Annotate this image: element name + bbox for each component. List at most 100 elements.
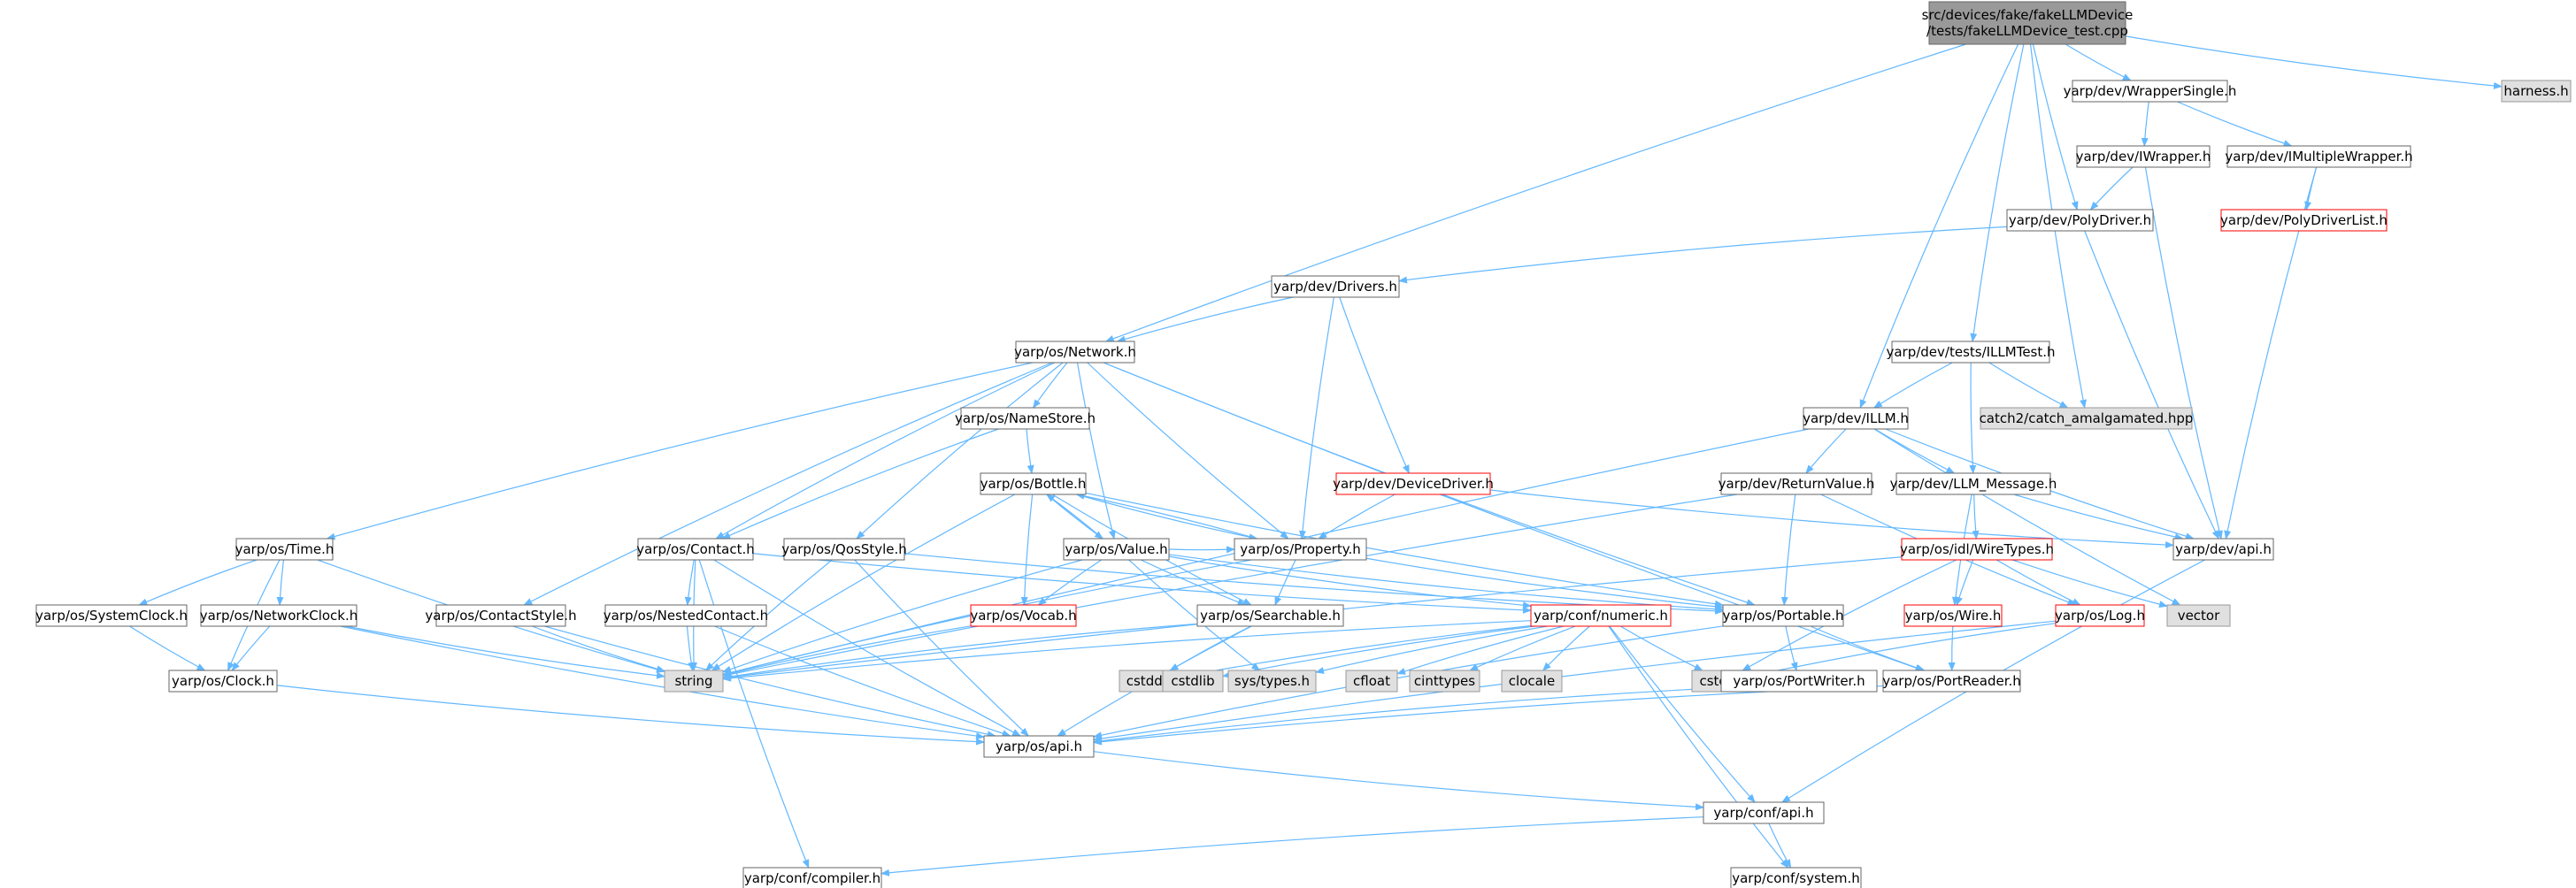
graph-node-contact[interactable]: yarp/os/Contact.h	[636, 538, 755, 561]
graph-node-systemclock[interactable]: yarp/os/SystemClock.h	[35, 604, 188, 627]
dependency-edge-bottle-to-property	[1076, 494, 1258, 541]
dependency-edge-numeric-to-system	[1608, 625, 1789, 869]
graph-node-compiler[interactable]: yarp/conf/compiler.h	[742, 867, 882, 888]
node-box	[1730, 867, 1862, 888]
node-label: yarp/os/Contact.h	[636, 541, 755, 557]
dependency-edge-portable-to-osapi	[1093, 625, 1724, 739]
graph-node-portreader[interactable]: yarp/os/PortReader.h	[1882, 670, 2021, 693]
node-label: clocale	[1509, 673, 1555, 689]
dependency-edge-numeric-to-cfloat	[1396, 625, 1565, 675]
node-box	[2076, 145, 2211, 168]
graph-node-wire[interactable]: yarp/os/Wire.h	[1903, 604, 2003, 627]
graph-node-bottle[interactable]: yarp/os/Bottle.h	[980, 472, 1087, 495]
nodes-layer: src/devices/fake/fakeLLMDevice/tests/fak…	[35, 1, 2572, 888]
node-label: cinttypes	[1414, 673, 1475, 689]
graph-node-time[interactable]: yarp/os/Time.h	[235, 538, 334, 561]
graph-node-value[interactable]: yarp/os/Value.h	[1063, 538, 1170, 561]
graph-node-iwrapper[interactable]: yarp/dev/IWrapper.h	[2076, 145, 2211, 168]
node-label: cfloat	[1353, 673, 1390, 689]
dependency-edge-devicedriver-to-property	[1318, 494, 1396, 540]
dependency-edge-time-to-systemclock	[138, 559, 258, 606]
graph-node-vocab[interactable]: yarp/os/Vocab.h	[970, 604, 1077, 627]
dependency-edge-contact-to-numeric	[752, 553, 1532, 614]
node-box	[783, 538, 905, 561]
dependency-edge-numeric-to-cinttypes	[1469, 625, 1576, 671]
dependency-edge-wiretypes-to-cstdint	[1742, 559, 1957, 671]
graph-node-drivers[interactable]: yarp/dev/Drivers.h	[1271, 275, 1400, 298]
node-box	[1501, 670, 1563, 693]
graph-node-system[interactable]: yarp/conf/system.h	[1730, 867, 1862, 888]
dependency-edge-networkclock-to-string	[345, 625, 665, 679]
graph-node-returnvalue[interactable]: yarp/dev/ReturnValue.h	[1719, 472, 1875, 495]
graph-node-networkclock[interactable]: yarp/os/NetworkClock.h	[200, 604, 358, 627]
dependency-edge-contact-to-osapi	[713, 559, 1022, 737]
node-box	[1015, 341, 1135, 364]
dependency-edge-property-to-bottle	[1075, 492, 1257, 540]
dependency-edge-systemclock-to-clock	[129, 625, 206, 671]
graph-node-illmtest[interactable]: yarp/dev/tests/ILLMTest.h	[1886, 341, 2056, 364]
graph-node-network[interactable]: yarp/os/Network.h	[1014, 341, 1136, 364]
dependency-edge-portable-to-portreader	[1810, 625, 1926, 671]
graph-node-illm[interactable]: yarp/dev/ILLM.h	[1803, 407, 1909, 430]
graph-node-osapi[interactable]: yarp/os/api.h	[983, 735, 1095, 758]
graph-node-devapi[interactable]: yarp/dev/api.h	[2172, 538, 2274, 561]
dependency-edge-bottle-to-string	[711, 494, 1016, 671]
graph-node-searchable[interactable]: yarp/os/Searchable.h	[1196, 604, 1344, 627]
dependency-edge-qosstyle-to-string	[704, 559, 833, 671]
node-label: yarp/dev/tests/ILLMTest.h	[1886, 344, 2055, 360]
dependency-edge-searchable-to-string	[722, 623, 1198, 680]
graph-node-numeric[interactable]: yarp/conf/numeric.h	[1530, 604, 1672, 627]
dependency-edge-confapi-to-system	[1768, 823, 1792, 869]
node-box	[1720, 472, 1872, 495]
node-box	[1409, 670, 1480, 693]
graph-node-root[interactable]: src/devices/fake/fakeLLMDevice/tests/fak…	[1922, 1, 2134, 45]
graph-node-clock[interactable]: yarp/os/Clock.h	[168, 670, 278, 693]
graph-node-qosstyle[interactable]: yarp/os/QosStyle.h	[781, 538, 907, 561]
graph-node-polydriverlist[interactable]: yarp/dev/PolyDriverList.h	[2220, 209, 2388, 232]
node-label: yarp/os/SystemClock.h	[35, 608, 188, 624]
dependency-edge-illmtest-to-catch2	[1988, 362, 2069, 409]
node-label: yarp/os/PortReader.h	[1882, 673, 2021, 689]
dependency-edge-returnvalue-to-portable	[1780, 494, 1796, 606]
node-label: yarp/os/Value.h	[1065, 541, 1167, 557]
node-label: vector	[2178, 608, 2220, 624]
node-label: yarp/dev/api.h	[2175, 541, 2272, 557]
dependency-edge-value-to-portable	[1168, 554, 1724, 613]
node-box	[1063, 538, 1170, 561]
graph-node-portable[interactable]: yarp/os/Portable.h	[1722, 604, 1844, 627]
dependency-edge-llmmessage-to-wiretypes	[1972, 494, 1980, 540]
graph-node-imultiwrapper[interactable]: yarp/dev/IMultipleWrapper.h	[2225, 145, 2413, 168]
graph-node-portwriter[interactable]: yarp/os/PortWriter.h	[1720, 670, 1878, 693]
node-box	[2226, 145, 2411, 168]
graph-node-namestore[interactable]: yarp/os/NameStore.h	[955, 407, 1096, 430]
dependency-edge-wrapsingle-to-iwrapper	[2141, 101, 2149, 147]
graph-node-harness: harness.h	[2501, 80, 2572, 103]
dependency-edge-property-to-searchable	[1274, 559, 1296, 606]
graph-node-llmmessage[interactable]: yarp/dev/LLM_Message.h	[1890, 472, 2057, 495]
node-label: catch2/catch_amalgamated.hpp	[1980, 410, 2194, 427]
graph-node-systypes: sys/types.h	[1227, 670, 1317, 693]
graph-node-property[interactable]: yarp/os/Property.h	[1234, 538, 1367, 561]
graph-node-log[interactable]: yarp/os/Log.h	[2055, 604, 2145, 627]
dependency-edge-networkclock-to-osapi	[340, 625, 985, 740]
dependency-edge-llmmessage-to-devapi	[2013, 494, 2184, 540]
node-label: yarp/dev/ILLM.h	[1803, 410, 1909, 426]
graph-node-wiretypes[interactable]: yarp/os/idl/WireTypes.h	[1900, 538, 2054, 561]
graph-node-contactstyle[interactable]: yarp/os/ContactStyle.h	[425, 604, 577, 627]
graph-node-nestedcontact[interactable]: yarp/os/NestedContact.h	[604, 604, 768, 627]
graph-node-devicedriver[interactable]: yarp/dev/DeviceDriver.h	[1333, 472, 1494, 495]
graph-node-wrapsingle[interactable]: yarp/dev/WrapperSingle.h	[2064, 80, 2237, 103]
node-label: yarp/os/PortWriter.h	[1733, 673, 1865, 689]
node-box	[637, 538, 754, 561]
dependency-edge-illmtest-to-illm	[1872, 362, 1953, 409]
node-label: cstdlib	[1171, 673, 1214, 689]
node-box	[2166, 604, 2231, 627]
graph-node-polydriver[interactable]: yarp/dev/PolyDriver.h	[2006, 209, 2154, 232]
node-box	[1980, 407, 2193, 430]
dependency-edge-drivers-to-network	[1116, 296, 1294, 343]
dependency-edge-searchable-to-cstddef	[1169, 625, 1251, 671]
graph-node-confapi[interactable]: yarp/conf/api.h	[1703, 801, 1825, 824]
node-label: yarp/os/Property.h	[1240, 541, 1360, 557]
node-label: /tests/fakeLLMDevice_test.cpp	[1926, 23, 2128, 40]
dependency-edge-value-to-numeric	[1168, 555, 1532, 609]
